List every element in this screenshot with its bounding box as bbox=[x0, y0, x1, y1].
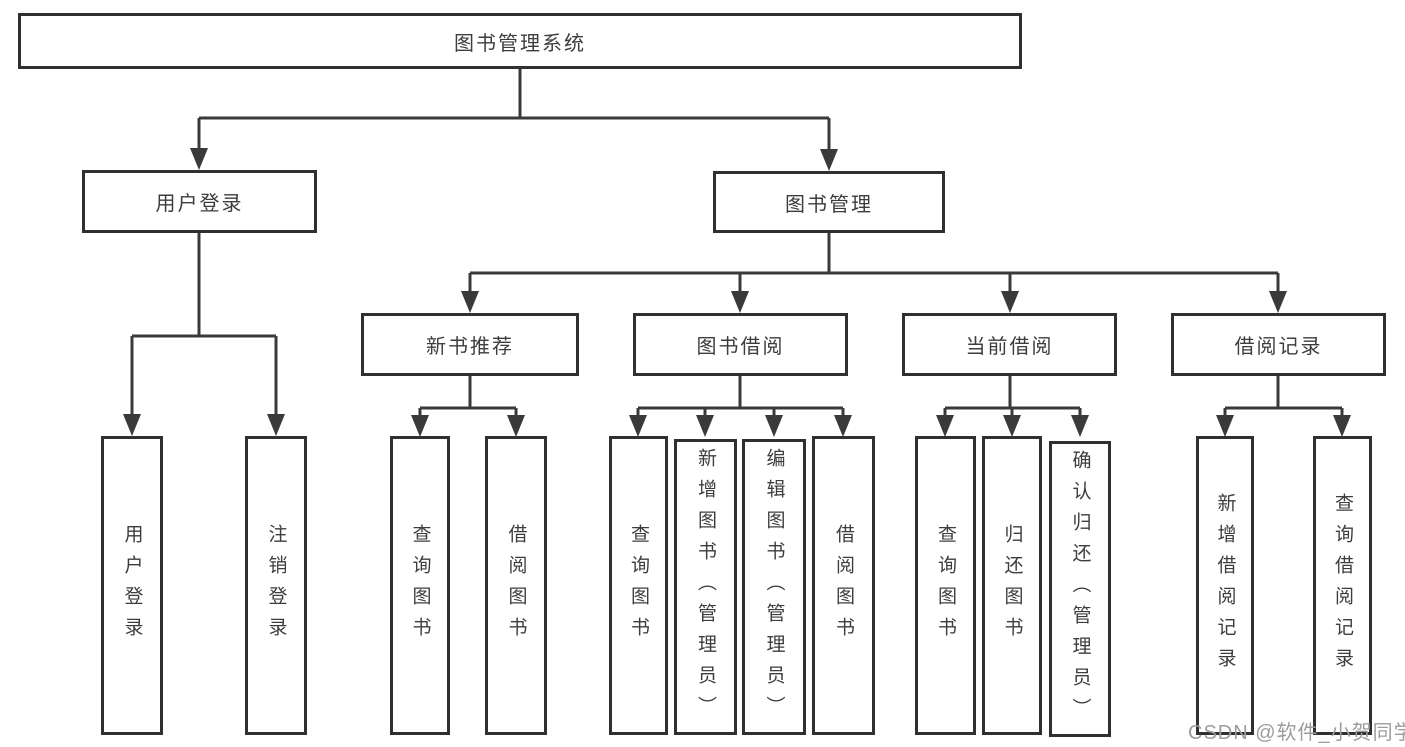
arrowheads bbox=[123, 148, 1351, 437]
node-library-system: 图书管理系统 bbox=[18, 13, 1022, 69]
arrowhead-icon bbox=[507, 415, 525, 437]
arrowhead-icon bbox=[731, 291, 749, 313]
arrowhead-icon bbox=[190, 148, 208, 170]
arrowhead-icon bbox=[820, 149, 838, 171]
arrowhead-icon bbox=[411, 415, 429, 437]
leaf-logout: 注销登录 bbox=[245, 436, 307, 735]
arrowhead-icon bbox=[1216, 415, 1234, 437]
node-borrowing-records: 借阅记录 bbox=[1171, 313, 1386, 376]
connector-paths bbox=[130, 69, 1344, 417]
leaf-cb-confirm-return-admin: 确认归还（管理员） bbox=[1049, 441, 1111, 737]
arrowhead-icon bbox=[267, 414, 285, 436]
leaf-bb-edit-books-admin: 编辑图书（管理员） bbox=[742, 439, 806, 735]
csdn-watermark: CSDN @软件_小贺同学 bbox=[1188, 722, 1405, 744]
node-user-login: 用户登录 bbox=[82, 170, 317, 233]
arrowhead-icon bbox=[1333, 415, 1351, 437]
arrowhead-icon bbox=[1269, 291, 1287, 313]
arrowhead-icon bbox=[123, 414, 141, 436]
arrowhead-icon bbox=[1071, 415, 1089, 437]
leaf-cb-return-books: 归还图书 bbox=[982, 436, 1042, 735]
leaf-bb-add-books-admin: 新增图书（管理员） bbox=[674, 439, 737, 735]
node-book-management: 图书管理 bbox=[713, 171, 945, 233]
node-book-borrowing: 图书借阅 bbox=[633, 313, 848, 376]
arrowhead-icon bbox=[696, 415, 714, 437]
arrowhead-icon bbox=[936, 415, 954, 437]
arrowhead-icon bbox=[834, 415, 852, 437]
leaf-cb-query-books: 查询图书 bbox=[915, 436, 976, 735]
arrowhead-icon bbox=[1001, 291, 1019, 313]
leaf-bb-query-books: 查询图书 bbox=[609, 436, 668, 735]
arrowhead-icon bbox=[461, 291, 479, 313]
leaf-bb-borrow-books: 借阅图书 bbox=[812, 436, 875, 735]
arrowhead-icon bbox=[1003, 415, 1021, 437]
node-new-book-recommend: 新书推荐 bbox=[361, 313, 579, 376]
leaf-nb-query-books: 查询图书 bbox=[390, 436, 450, 735]
arrowhead-icon bbox=[765, 415, 783, 437]
leaf-br-add-record: 新增借阅记录 bbox=[1196, 436, 1254, 735]
arrowhead-icon bbox=[629, 415, 647, 437]
leaf-nb-borrow-books: 借阅图书 bbox=[485, 436, 547, 735]
node-current-borrowing: 当前借阅 bbox=[902, 313, 1117, 376]
leaf-user-login: 用户登录 bbox=[101, 436, 163, 735]
leaf-br-query-record: 查询借阅记录 bbox=[1313, 436, 1372, 735]
